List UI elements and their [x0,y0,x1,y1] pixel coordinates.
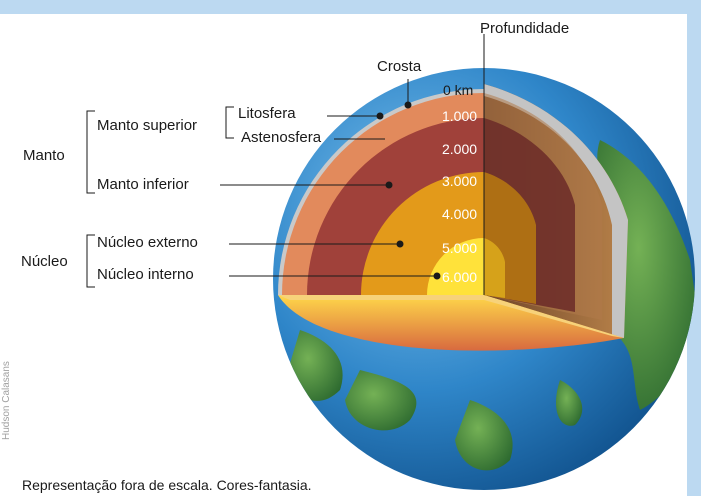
crust-label: Crosta [377,58,422,75]
top-frame-band [0,0,701,14]
right-frame-band [687,0,701,496]
astenosfera-label: Astenosfera [241,129,322,146]
image-credit: Hudson Calasans [1,361,12,440]
cut-face-bottom [278,295,624,351]
depth-1000: 1.000 [442,108,478,124]
manto-label: Manto [23,147,65,164]
manto-inferior-label: Manto inferior [97,176,189,193]
nucleo-label: Núcleo [21,253,68,270]
manto-superior-bracket [225,106,234,139]
leader-dots [376,101,441,280]
nucleo-bracket [86,234,95,288]
manto-superior-label: Manto superior [97,117,198,134]
inner-core-layer [427,238,484,295]
depth-5000: 5.000 [442,240,478,256]
scale-note: Representação fora de escala. Cores-fant… [22,477,312,493]
manto-bracket [86,110,95,194]
depth-4000: 4.000 [442,206,478,222]
cut-face-bottom-rim [278,295,624,338]
nucleo-externo-label: Núcleo externo [97,234,198,251]
cut-face-crust-rim [484,84,628,338]
depth-3000: 3.000 [442,173,478,189]
nucleo-interno-label: Núcleo interno [97,266,194,283]
right-inner-core [484,238,505,298]
depth-6000: 6.000 [442,269,478,285]
depth-title: Profundidade [480,20,570,37]
depth-2000: 2.000 [442,141,478,157]
leader-lines [220,79,437,277]
litosfera-label: Litosfera [238,105,296,122]
depth-0: 0 km [443,82,474,98]
